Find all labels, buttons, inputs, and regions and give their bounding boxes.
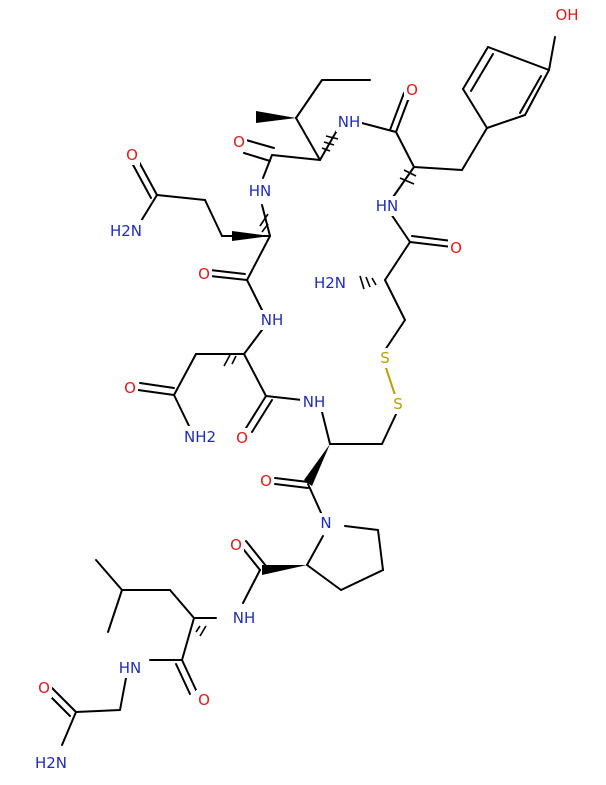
svg-text:NH2: NH2	[184, 428, 216, 446]
asn-carbonyl-o-label: O	[234, 428, 250, 448]
ile-carbonyl-o-label: O	[231, 132, 247, 152]
svg-text:O: O	[236, 429, 248, 447]
svg-text:H2N: H2N	[314, 274, 346, 292]
disulfide-s1-label: S	[377, 348, 393, 368]
gln-ile-nh-label: HN	[246, 180, 274, 202]
cys1-carbonyl-o-label: O	[448, 238, 464, 258]
svg-text:O: O	[198, 265, 210, 283]
svg-text:O: O	[230, 536, 242, 554]
oh-label: OH	[553, 5, 581, 25]
cys6-asn-nh-label: NH	[300, 392, 328, 412]
tyr-carbonyl-o-label: O	[404, 80, 420, 100]
atom-label-layer: OH O NH O HN O H2N HN	[30, 5, 581, 774]
svg-text:O: O	[260, 472, 272, 490]
stereo-bond-layer	[195, 111, 417, 637]
ile-tyr-nh-label: NH	[336, 112, 362, 132]
cys1-nh2-label: H2N	[308, 272, 352, 294]
gln-side-nh2-label: H2N	[106, 220, 146, 242]
svg-text:S: S	[380, 349, 390, 367]
asn-gln-nh-label: NH	[258, 310, 286, 330]
gly-terminal-nh2-label: H2N	[30, 752, 72, 774]
svg-text:NH: NH	[261, 311, 284, 329]
svg-text:HN: HN	[119, 659, 142, 677]
pro-n-label: N	[318, 513, 334, 533]
svg-text:O: O	[198, 691, 210, 709]
svg-text:HN: HN	[376, 197, 399, 215]
svg-text:NH: NH	[338, 113, 361, 131]
gly-carbonyl-o-label: O	[36, 678, 52, 698]
gln-carbonyl-o-label: O	[196, 264, 212, 284]
svg-text:O: O	[38, 679, 50, 697]
svg-text:H2N: H2N	[110, 222, 142, 240]
tyr-cys-nh-label: HN	[374, 196, 400, 216]
cys6-carbonyl-o-label: O	[258, 471, 274, 491]
asn-side-o-label: O	[122, 378, 138, 398]
disulfide-s2-label: S	[390, 394, 406, 414]
svg-text:O: O	[124, 379, 136, 397]
svg-text:S: S	[393, 395, 403, 413]
gly-leu-nh-label: HN	[116, 658, 144, 678]
svg-text:O: O	[450, 239, 462, 257]
asn-side-nh2-label: NH2	[180, 426, 220, 448]
svg-text:HN: HN	[249, 182, 272, 200]
gln-side-o-label: O	[124, 145, 140, 165]
svg-text:H2N: H2N	[35, 754, 67, 772]
leu-carbonyl-o-label: O	[196, 690, 212, 710]
svg-text:NH: NH	[303, 393, 326, 411]
svg-text:NH: NH	[233, 609, 256, 627]
svg-text:O: O	[406, 81, 418, 99]
svg-text:O: O	[126, 146, 138, 164]
leu-pro-nh-label: NH	[230, 608, 258, 628]
svg-text:N: N	[320, 514, 331, 532]
pro-carbonyl-o-label: O	[228, 535, 244, 555]
svg-text:O: O	[233, 133, 245, 151]
svg-text:OH: OH	[555, 6, 578, 24]
